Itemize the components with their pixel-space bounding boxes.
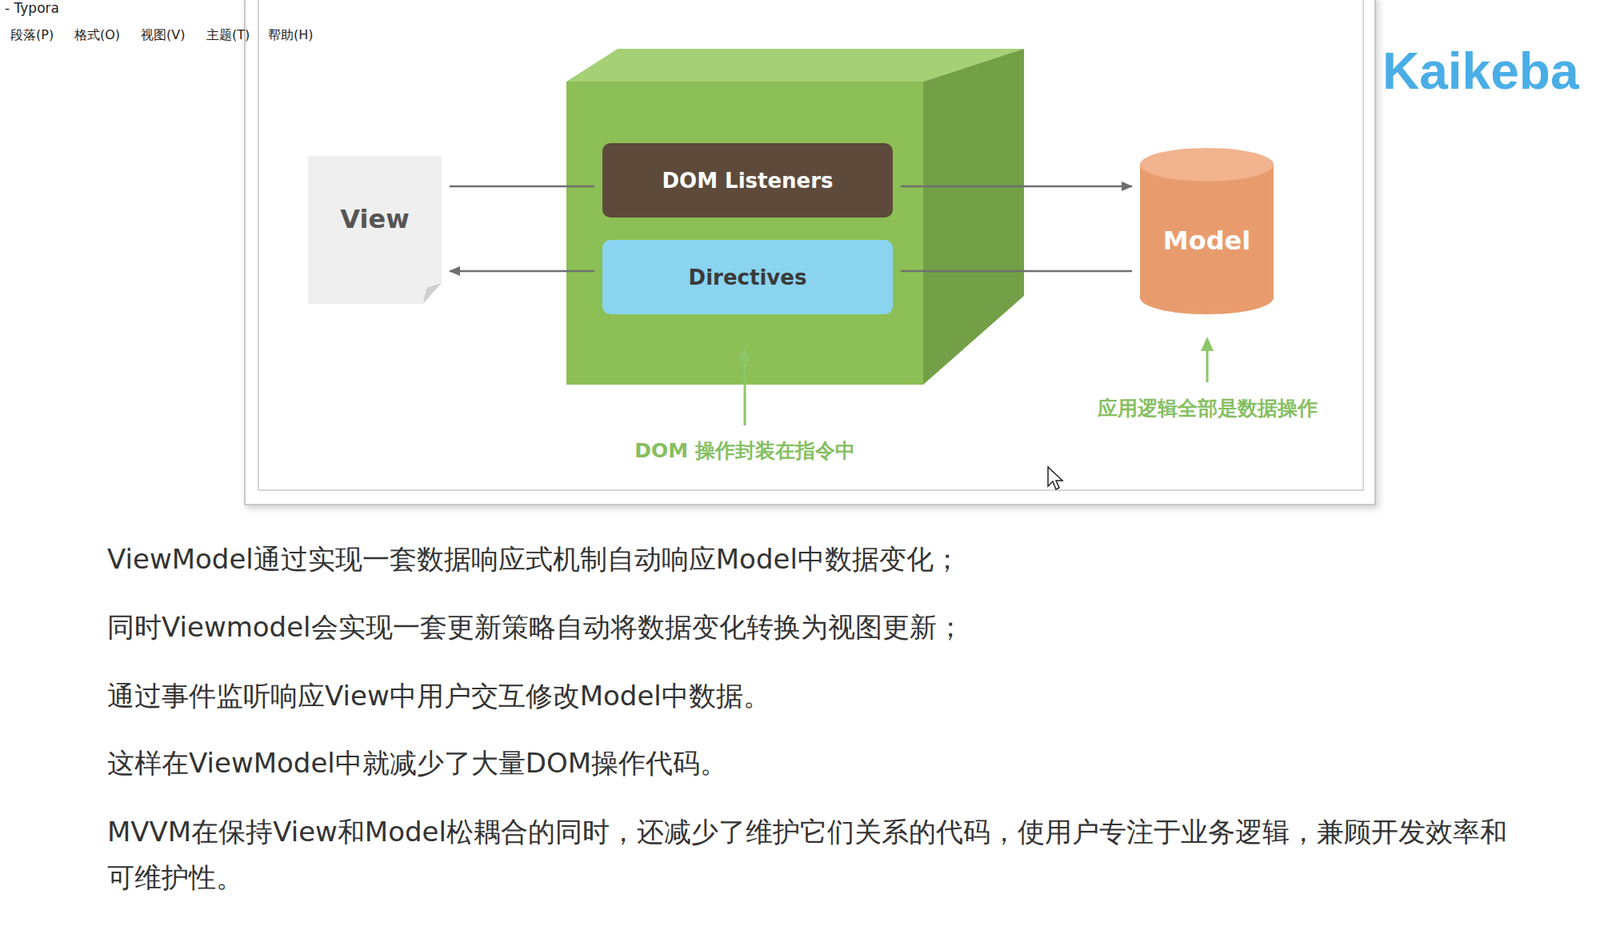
node-text: Directives [688,265,808,290]
menu-item: 视图(V) [140,27,185,44]
image-frame [244,0,1376,505]
connector-arrow [449,185,595,188]
node-text: Model [1163,225,1251,256]
view-document: View [308,156,442,304]
paragraph: ViewModel通过实现一套数据响应式机制自动响应Model中数据变化； [107,536,1516,583]
image-inner-frame [258,0,1364,491]
connector-arrow [449,270,595,273]
connector-arrow [900,270,1132,273]
viewmodel-cube [566,48,1024,385]
window-title: - Typora [4,0,60,16]
menu-item: 帮助(H) [268,27,314,44]
annotation-label: DOM 操作封装在指令中 [634,437,856,464]
paragraph: 通过事件监听响应View中用户交互修改Model中数据。 [107,673,1516,720]
model-cylinder: Model [1140,148,1274,315]
annotation-label: 应用逻辑全部是数据操作 [1097,395,1318,422]
dom-listeners-box: DOM Listeners [602,143,893,218]
menu-item: 段落(P) [10,27,54,44]
paragraph: 这样在ViewModel中就减少了大量DOM操作代码。 [107,740,1516,787]
menu-item: 主题(T) [206,27,250,44]
green-up-arrow [738,347,752,426]
paragraph: MVVM在保持View和Model松耦合的同时，还减少了维护它们关系的代码，使用… [107,809,1516,901]
connector-arrow [900,185,1132,188]
green-up-arrow [1200,336,1214,383]
paragraph: 同时Viewmodel会实现一套更新策略自动将数据变化转换为视图更新； [107,604,1516,651]
directives-box: Directives [602,240,893,315]
node-text: View [340,204,409,235]
watermark: Kaikeba [1382,41,1579,101]
node-text: DOM Listeners [661,168,833,193]
menu-item: 格式(O) [74,27,120,44]
mouse-cursor [1048,467,1063,490]
